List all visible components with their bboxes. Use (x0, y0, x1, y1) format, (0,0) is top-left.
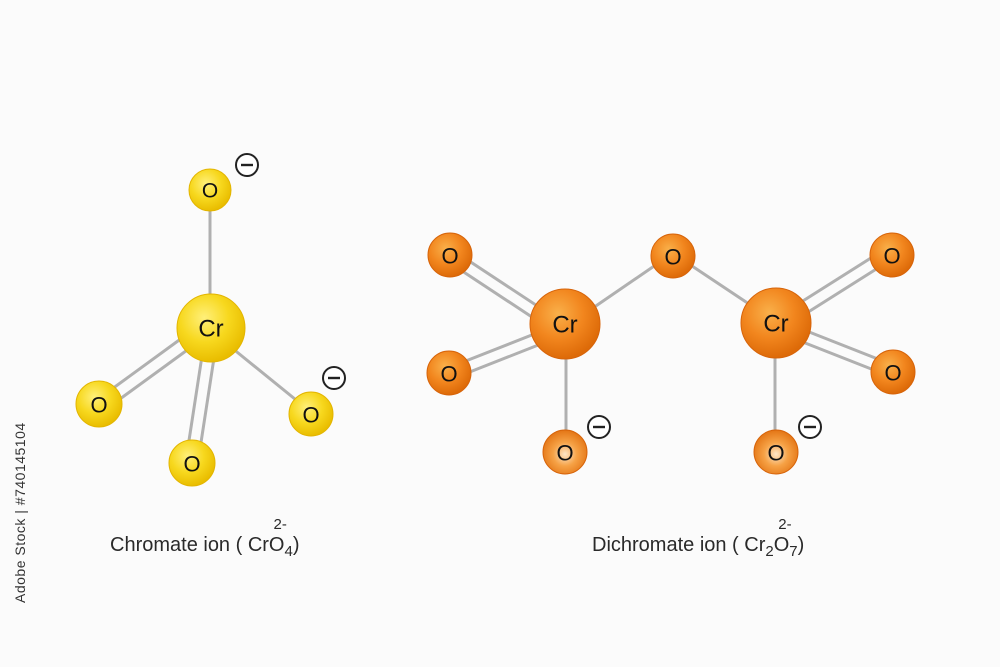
svg-text:O: O (884, 361, 901, 386)
dichromate-oxygen-upper-left: O (427, 232, 473, 278)
bond-cr-o-right (231, 346, 307, 410)
chromate-molecule: O Cr O O O (75, 153, 346, 487)
dichromate-caption-subscript-2: 7 (789, 543, 798, 560)
svg-text:O: O (556, 441, 573, 466)
svg-text:O: O (183, 452, 200, 477)
chromate-charge-right (322, 366, 346, 390)
dichromate-oxygen-bottom-left: O (542, 429, 588, 475)
dichromate-caption-close: ) (797, 534, 805, 556)
svg-text:O: O (441, 244, 458, 269)
bond-cr-o-left-b (108, 346, 191, 409)
dichromate-caption-name: Dichromate ion ( Cr (592, 534, 766, 556)
dichromate-molecule: O O Cr O O Cr O O (426, 232, 916, 475)
svg-text:O: O (664, 245, 681, 270)
svg-text:O: O (440, 362, 457, 387)
svg-text:O: O (302, 403, 319, 428)
svg-text:Cr: Cr (552, 312, 577, 339)
bond-cr1-o-lower-left-b (456, 338, 552, 379)
dichromate-caption-subscript-1: 2 (765, 543, 774, 560)
svg-text:O: O (90, 393, 107, 418)
svg-text:Cr: Cr (198, 316, 223, 343)
chromate-caption-subscript: 4 (284, 543, 293, 560)
dichromate-caption-middle: O (773, 534, 790, 556)
chromate-caption-charge: 2- (273, 516, 287, 533)
chromate-caption: Chromate ion ( CrO4 2-) (110, 516, 300, 560)
svg-text:O: O (202, 180, 218, 203)
svg-text:O: O (767, 441, 784, 466)
bond-cr2-o-lower-right-a (798, 326, 889, 365)
dichromate-chromium-right: Cr (740, 287, 812, 359)
chromate-caption-name: Chromate ion ( CrO (110, 534, 285, 556)
dichromate-oxygen-lower-right: O (870, 349, 916, 395)
dichromate-oxygen-lower-left: O (426, 350, 472, 396)
bond-cr2-o-upper-right-b (793, 259, 890, 323)
dichromate-caption: Dichromate ion ( Cr2O7 2-) (592, 516, 805, 560)
dichromate-bonds (446, 249, 890, 448)
dichromate-oxygen-bottom-right: O (753, 429, 799, 475)
dichromate-caption-charge: 2- (778, 516, 792, 533)
dichromate-charge-left (587, 415, 611, 439)
svg-text:O: O (883, 244, 900, 269)
chromate-oxygen-left: O (75, 380, 123, 428)
chromate-caption-close: ) (292, 534, 300, 556)
bond-cr1-o-bridge (589, 260, 661, 312)
chromate-oxygen-bottom: O (168, 439, 216, 487)
bond-cr2-o-bridge (685, 260, 756, 310)
dichromate-chromium-left: Cr (529, 288, 601, 360)
chromate-chromium: Cr (176, 293, 246, 363)
dichromate-oxygen-upper-right: O (869, 232, 915, 278)
stock-credit: Adobe Stock | #740145104 (12, 422, 28, 603)
chromate-bonds (100, 202, 307, 463)
dichromate-charge-right (798, 415, 822, 439)
svg-text:Cr: Cr (763, 311, 788, 338)
bond-cr2-o-lower-right-b (794, 337, 885, 376)
chromate-oxygen-top: O (188, 168, 232, 212)
chromate-oxygen-right: O (288, 391, 334, 437)
dichromate-oxygen-bridge: O (650, 233, 696, 279)
chromate-charge-top (235, 153, 259, 177)
